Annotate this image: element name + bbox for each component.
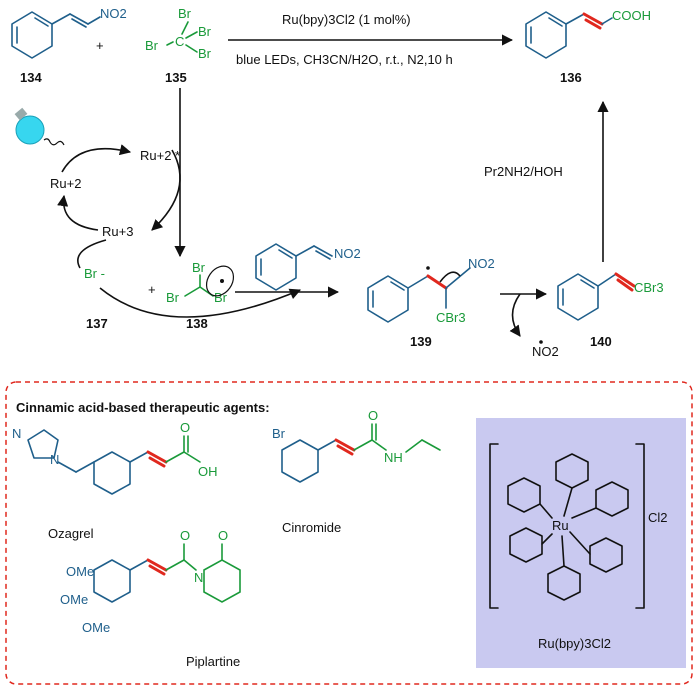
structure-ozagrel: N N O OH (12, 420, 218, 495)
piplartine-name: Piplartine (186, 654, 240, 669)
structure-136: COOH (525, 8, 651, 59)
ru-center: Ru (552, 518, 569, 533)
no2-label: NO2 (334, 246, 361, 261)
compound-number-134: 134 (20, 70, 42, 85)
hydrolysis-reagent: Pr2NH2/HOH (484, 164, 563, 179)
ru3-label: Ru+3 (102, 224, 133, 239)
br-label: Br (145, 38, 159, 53)
br-label: Br (272, 426, 286, 441)
oh-label: OH (198, 464, 218, 479)
plus-sign: + (96, 38, 104, 53)
plus-sign: + (148, 282, 156, 297)
nitrostyrene-reagent: NO2 (255, 243, 361, 291)
n-label: N (12, 426, 21, 441)
structure-cinromide: Br O NH (272, 408, 441, 483)
br-label: Br (192, 260, 206, 275)
compound-number-139: 139 (410, 334, 432, 349)
therapeutics-heading: Cinnamic acid-based therapeutic agents: (16, 400, 270, 415)
structure-138: Br Br Br (166, 260, 235, 305)
catalyst-reagent: Ru(bpy)3Cl2 (1 mol%) (282, 12, 411, 27)
o-label: O (180, 528, 190, 543)
ozagrel-name: Ozagrel (48, 526, 94, 541)
catalyst-name: Ru(bpy)3Cl2 (538, 636, 611, 651)
n-label: N (194, 570, 203, 585)
br-label: Br (198, 46, 212, 61)
o-label: O (368, 408, 378, 423)
no2-label: NO2 (100, 6, 127, 21)
n-label: N (50, 452, 59, 467)
compound-number-136: 136 (560, 70, 582, 85)
structure-134: NO2 (11, 6, 127, 59)
cooh-label: COOH (612, 8, 651, 23)
carbon-label: C (175, 34, 184, 49)
ome-label: OMe (66, 564, 94, 579)
therapeutics-panel (5, 381, 693, 685)
compound-number-140: 140 (590, 334, 612, 349)
cbr3-label: CBr3 (634, 280, 664, 295)
structure-139: NO2 CBr3 (367, 256, 495, 325)
cbr3-label: CBr3 (436, 310, 466, 325)
ome-label: OMe (82, 620, 110, 635)
reaction-conditions: blue LEDs, CH3CN/H2O, r.t., N2,10 h (236, 52, 453, 67)
ru2-label: Ru+2 (50, 176, 81, 191)
photoredox-cycle: Ru+2 * Ru+2 Ru+3 (14, 88, 186, 269)
structure-140: CBr3 (557, 272, 664, 321)
br-label: Br (166, 290, 180, 305)
compound-number-138: 138 (186, 316, 208, 331)
bromide-label: Br - (84, 266, 105, 281)
br-label: Br (178, 6, 192, 21)
o-label: O (218, 528, 228, 543)
cl2-label: Cl2 (648, 510, 668, 525)
light-bulb-icon (14, 107, 65, 146)
nh-label: NH (384, 450, 403, 465)
catalyst-panel: Ru Cl2 Ru(bpy)3Cl2 (476, 418, 686, 668)
no2-label: NO2 (468, 256, 495, 271)
o-label: O (180, 420, 190, 435)
cinromide-name: Cinromide (282, 520, 341, 535)
structure-135: Br Br Br Br C (145, 6, 212, 61)
ru2-excited-label: Ru+2 * (140, 148, 180, 163)
compound-number-137: 137 (86, 316, 108, 331)
structure-piplartine: OMe OMe OMe O N O (60, 528, 241, 635)
br-label: Br (198, 24, 212, 39)
no2-radical-label: NO2 (532, 344, 559, 359)
compound-number-135: 135 (165, 70, 187, 85)
ome-label: OMe (60, 592, 88, 607)
